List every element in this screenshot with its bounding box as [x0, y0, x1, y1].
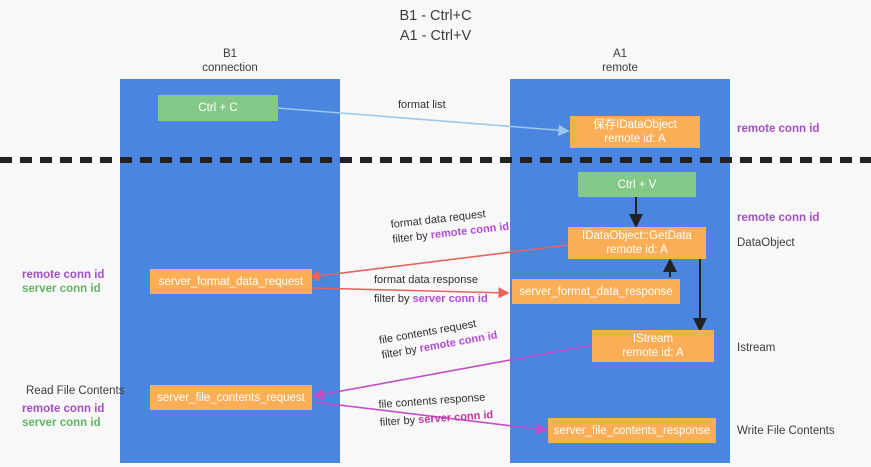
label-write-file-contents: Write File Contents — [737, 424, 835, 438]
arrow-label-format-data-response: format data response filter by server co… — [374, 273, 488, 307]
box-ctrl-v[interactable]: Ctrl + V — [578, 172, 696, 197]
box-server-format-data-response[interactable]: server_format_data_response — [512, 279, 680, 304]
label-left-server-conn-id-mid: server conn id — [22, 283, 101, 295]
label-write-file-contents-text: Write File Contents — [737, 425, 835, 437]
label-remote-conn-id-mid-text: remote conn id — [737, 212, 820, 224]
arrow-label-file-contents-request: file contents request filter by remote c… — [378, 314, 499, 364]
arrow-label-format-list-line1: format list — [398, 99, 446, 111]
box-server-format-data-request-line1: server_format_data_request — [158, 275, 304, 288]
label-remote-conn-id-mid: remote conn id — [737, 211, 819, 225]
label-left-conn-ids-bottom: remote conn id server conn id — [22, 402, 104, 430]
title-line-2: A1 - Ctrl+V — [399, 28, 472, 44]
label-read-file-contents-text: Read File Contents — [26, 385, 125, 397]
arrow-label-format-data-request: format data request filter by remote con… — [390, 205, 510, 248]
box-server-file-contents-request[interactable]: server_file_contents_request — [150, 385, 312, 410]
box-save-idataobject-line1: 保存IDataObject — [593, 119, 677, 131]
box-ctrl-c[interactable]: Ctrl + C — [158, 95, 278, 121]
label-remote-conn-id-top: remote conn id — [737, 122, 819, 136]
arrow-label-format-data-response-line2: filter by server conn id — [374, 292, 488, 307]
fcres-prefix: filter by — [379, 414, 419, 429]
label-left-remote-conn-id-mid: remote conn id — [22, 269, 105, 281]
box-server-file-contents-response-line1: server_file_contents_response — [553, 424, 711, 437]
lane-header-a1-line2: remote — [602, 62, 638, 74]
lane-header-b1-line2: connection — [202, 62, 258, 74]
box-istream-line2: remote id: A — [622, 347, 684, 359]
lane-header-a1: A1 remote — [510, 47, 730, 75]
label-istream: Istream — [737, 341, 775, 355]
box-idataobject-getdata[interactable]: IDataObject::GetData remote id: A — [568, 227, 706, 259]
label-left-server-conn-id-bottom: server conn id — [22, 417, 101, 429]
box-save-idataobject-line2: remote id: A — [604, 133, 666, 145]
arrow-label-format-data-response-line1: format data response — [374, 274, 478, 286]
lane-header-a1-line1: A1 — [612, 48, 628, 60]
fdr-prefix: filter by — [391, 229, 432, 246]
lane-header-b1-line1: B1 — [222, 48, 238, 60]
fcres-highlight: server conn id — [417, 409, 494, 427]
label-read-file-contents: Read File Contents — [26, 384, 124, 398]
lane-header-b1: B1 connection — [120, 47, 340, 75]
label-left-remote-conn-id-bottom: remote conn id — [22, 403, 105, 415]
fdres-highlight: server conn id — [412, 293, 488, 305]
box-ctrl-c-line1: Ctrl + C — [198, 102, 238, 114]
arrow-label-format-list: format list — [398, 98, 446, 113]
box-server-file-contents-response[interactable]: server_file_contents_response — [548, 418, 716, 443]
label-dataobject: DataObject — [737, 236, 795, 250]
label-istream-text: Istream — [737, 342, 776, 354]
box-istream-line1: IStream — [632, 333, 674, 345]
box-istream[interactable]: IStream remote id: A — [592, 330, 714, 362]
box-save-idataobject[interactable]: 保存IDataObject remote id: A — [570, 116, 700, 148]
box-server-format-data-request[interactable]: server_format_data_request — [150, 269, 312, 294]
fdres-prefix: filter by — [374, 293, 413, 305]
box-getdata-line1: IDataObject::GetData — [582, 230, 692, 242]
arrow-label-file-contents-response: file contents response filter by server … — [378, 390, 494, 431]
page-title: B1 - Ctrl+C A1 - Ctrl+V — [0, 6, 871, 46]
box-server-file-contents-request-line1: server_file_contents_request — [157, 391, 305, 404]
box-ctrl-v-line1: Ctrl + V — [617, 178, 657, 191]
box-server-format-data-response-line1: server_format_data_response — [519, 285, 673, 298]
title-line-1: B1 - Ctrl+C — [399, 8, 472, 24]
label-dataobject-text: DataObject — [737, 237, 795, 249]
label-remote-conn-id-top-text: remote conn id — [737, 123, 820, 135]
label-left-conn-ids-mid: remote conn id server conn id — [22, 268, 104, 296]
box-getdata-line2: remote id: A — [606, 244, 668, 256]
